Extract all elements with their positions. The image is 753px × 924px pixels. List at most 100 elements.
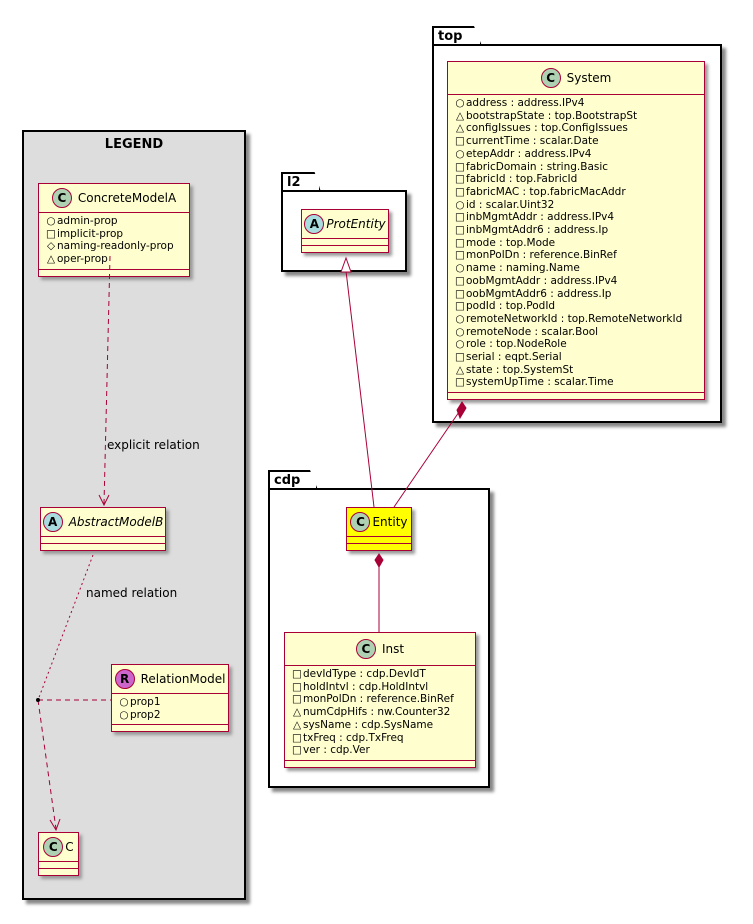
attribute-row: □inbMgmtAddr6 : address.Ip [454,224,698,237]
class-badge-icon: C [43,837,64,857]
class-name: C [65,840,74,854]
attribute-text: bootstrapState : top.BootstrapSt [466,109,638,122]
class-name: Entity [372,515,408,529]
attribute-text: fabricMAC : top.fabricMacAddr [466,185,626,198]
attribute-row: △sysName : cdp.SysName [291,719,469,732]
attribute-text: address : address.IPv4 [466,97,585,109]
visibility-icon: □ [455,185,465,198]
attribute-row: △configIssues : top.ConfigIssues [454,122,698,135]
attribute-text: oobMgmtAddr : address.IPv4 [466,274,618,287]
attribute-row: ○name : naming.Name [454,262,698,275]
visibility-icon: △ [46,253,56,266]
attribute-text: naming-readonly-prop [57,240,174,253]
explicit-relation-arrowhead [98,494,110,507]
visibility-icon: □ [455,173,465,186]
attribute-text: devIdType : cdp.DevIdT [303,668,426,680]
relation-badge-icon: R [114,669,135,689]
visibility-icon: □ [292,744,302,757]
attribute-row: △bootstrapState : top.BootstrapSt [454,110,698,123]
attribute-row: □oobMgmtAddr : address.IPv4 [454,275,698,288]
visibility-icon: ○ [455,198,465,211]
visibility-icon: □ [292,693,302,706]
visibility-icon: □ [455,236,465,249]
class-relation-model[interactable]: R RelationModel ○prop1○prop2 [111,664,229,733]
attribute-text: configIssues : top.ConfigIssues [466,122,628,135]
package-tab-cdp: cdp [268,470,318,490]
visibility-icon: ○ [455,312,465,325]
attribute-text: role : top.NodeRole [466,338,567,351]
attribute-row: □txFreq : cdp.TxFreq [291,732,469,745]
attribute-row: □fabricId : top.FabricId [454,173,698,186]
visibility-icon: ○ [455,338,465,351]
attribute-text: numCdpHifs : nw.Counter32 [303,706,451,719]
visibility-icon: ○ [46,215,56,227]
relation-target-arrowhead [49,818,61,832]
class-badge-icon: C [540,68,561,88]
attribute-row: △oper-prop [45,253,183,266]
class-abstract-model-b[interactable]: A AbstractModelB [40,507,166,551]
generalization-arrowhead [340,256,352,273]
attribute-text: currentTime : scalar.Date [466,135,599,148]
visibility-icon: ○ [455,147,465,160]
attribute-row: ○role : top.NodeRole [454,338,698,351]
visibility-icon: □ [455,160,465,173]
class-name: Inst [381,642,405,656]
class-badge-icon: C [355,639,376,659]
class-c[interactable]: C C [38,832,79,876]
attribute-text: systemUpTime : scalar.Time [466,376,614,389]
visibility-icon: ○ [455,262,465,275]
visibility-icon: □ [455,376,465,389]
attribute-text: inbMgmtAddr : address.IPv4 [466,211,615,224]
class-entity[interactable]: C Entity [346,507,412,551]
class-name: System [566,71,612,85]
abstract-badge-icon: A [304,214,325,234]
class-name: ConcreteModelA [77,191,177,205]
attribute-row: □fabricDomain : string.Basic [454,161,698,174]
attribute-row: □systemUpTime : scalar.Time [454,376,698,389]
generalization-line [345,270,375,508]
visibility-icon: □ [455,249,465,262]
attribute-text: ver : cdp.Ver [303,744,370,757]
attribute-list: ○prop1○prop2 [112,694,228,724]
visibility-icon: ○ [455,97,465,109]
attribute-text: fabricId : top.FabricId [466,173,578,186]
attribute-text: admin-prop [57,215,118,227]
attribute-text: oper-prop [57,253,108,266]
attribute-text: txFreq : cdp.TxFreq [303,731,404,744]
class-inst[interactable]: C Inst □devIdType : cdp.DevIdT□holdIntvl… [284,632,476,768]
attribute-row: ◇naming-readonly-prop [45,240,183,253]
class-prot-entity[interactable]: A ProtEntity [301,209,389,253]
composition-diamond-entity [374,553,384,569]
visibility-icon: △ [292,706,302,719]
attribute-row: □monPolDn : reference.BinRef [454,249,698,262]
attribute-row: ○admin-prop [45,215,183,228]
attribute-text: etepAddr : address.IPv4 [466,147,592,160]
visibility-icon: □ [455,274,465,287]
attribute-row: □serial : eqpt.Serial [454,351,698,364]
relation-junction-dot [36,698,40,702]
explicit-relation-line [103,255,111,505]
attribute-text: prop2 [130,708,161,721]
visibility-icon: ○ [119,696,129,708]
attribute-text: inbMgmtAddr6 : address.Ip [466,224,609,237]
class-name: RelationModel [140,672,226,686]
attribute-text: monPolDn : reference.BinRef [303,693,454,706]
attribute-list: ○address : address.IPv4△bootstrapState :… [448,95,704,392]
class-badge-icon: C [350,512,371,532]
attribute-text: sysName : cdp.SysName [303,718,434,731]
named-relation-line [37,554,94,701]
attribute-row: □implicit-prop [45,228,183,241]
attribute-row: □fabricMAC : top.fabricMacAddr [454,186,698,199]
attribute-row: ○remoteNode : scalar.Bool [454,326,698,339]
attribute-row: ○id : scalar.Uint32 [454,199,698,212]
visibility-icon: □ [455,224,465,237]
class-system[interactable]: C System ○address : address.IPv4△bootstr… [447,61,705,401]
attribute-row: □monPolDn : reference.BinRef [291,693,469,706]
attribute-text: monPolDn : reference.BinRef [466,249,617,262]
class-concrete-model-a[interactable]: C ConcreteModelA ○admin-prop□implicit-pr… [38,183,190,277]
package-tab-top: top [432,26,482,46]
legend-title: LEGEND [104,137,164,152]
relation-target-line [37,699,57,830]
attribute-row: □ver : cdp.Ver [291,744,469,757]
attribute-row: ○address : address.IPv4 [454,97,698,110]
